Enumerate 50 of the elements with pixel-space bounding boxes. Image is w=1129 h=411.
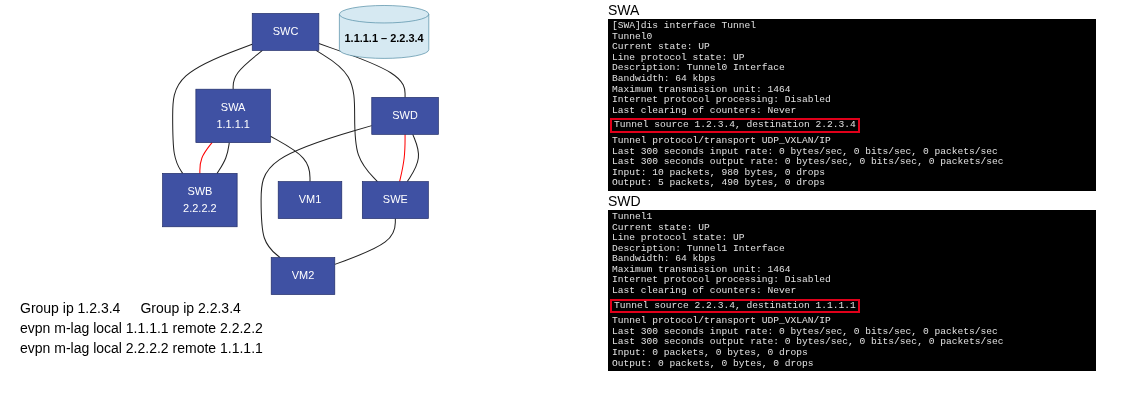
node-box: VM1 — [277, 181, 342, 219]
config-note: evpn m-lag local 2.2.2.2 remote 1.1.1.1 — [20, 340, 263, 356]
terminal-line: [SWA]dis interface Tunnel — [612, 21, 756, 32]
terminal-line: Internet protocol processing: Disabled — [612, 275, 831, 286]
connector — [232, 49, 263, 90]
terminal-line: Line protocol state: UP — [612, 52, 745, 63]
connector — [171, 43, 253, 174]
node-box: SWC — [251, 13, 319, 51]
terminal-line: Last 300 seconds output rate: 0 bytes/sec, 0 bits/sec, 0 packets/sec — [612, 157, 1004, 168]
connector — [198, 142, 213, 174]
terminal-line: Last clearing of counters: Never — [612, 286, 797, 297]
terminal-line: Tunnel protocol/transport UDP_VXLAN/IP — [612, 316, 831, 327]
terminal-line: Maximum transmission unit: 1464 — [612, 84, 791, 95]
connector — [333, 218, 396, 265]
terminal-line: Tunnel protocol/transport UDP_VXLAN/IP — [612, 135, 831, 147]
panel-heading: SWA — [608, 2, 640, 18]
node-box: SWE — [361, 181, 429, 219]
terminal-line: Internet protocol processing: Disabled — [612, 95, 831, 106]
terminal-line: Last 300 seconds output rate: 0 bytes/sec, 0 bits/sec, 0 packets/sec — [612, 337, 1004, 348]
terminal-line: Bandwidth: 64 kbps — [612, 73, 716, 85]
group-ip-label: Group ip 1.2.3.4 — [20, 300, 121, 316]
connector — [398, 133, 406, 183]
terminal-line: Tunnel1 — [612, 211, 653, 223]
terminal-line: Last 300 seconds input rate: 0 bytes/sec, 0 bits/sec, 0 packets/sec — [612, 326, 998, 337]
terminal-line: Current state: UP — [612, 42, 710, 53]
connector — [260, 125, 372, 259]
terminal-line: Current state: UP — [612, 222, 710, 233]
connector — [315, 49, 378, 183]
terminal-line: Last clearing of counters: Never — [612, 105, 797, 117]
terminal-line: Tunnel0 — [612, 31, 653, 43]
terminal-line: Input: 0 packets, 0 bytes, 0 drops — [612, 348, 808, 359]
terminal-line: Last 300 seconds input rate: 0 bytes/sec, 0 bits/sec, 0 packets/sec — [612, 146, 998, 157]
terminal-line: Line protocol state: UP — [612, 233, 745, 244]
terminal-line: Output: 5 packets, 490 bytes, 0 drops — [612, 178, 826, 189]
node-box: SWA 1.1.1.1 — [195, 88, 271, 143]
connector — [216, 142, 230, 174]
node-box: SWB 2.2.2.2 — [161, 173, 237, 228]
terminal-line: Output: 0 packets, 0 bytes, 0 drops — [612, 358, 814, 370]
terminal-line: Description: Tunnel1 Interface — [612, 243, 785, 254]
terminal-line: Maximum transmission unit: 1464 — [612, 264, 791, 275]
node-box: SWD — [370, 97, 439, 135]
connector — [269, 135, 311, 183]
terminal-line: Bandwidth: 64 kbps — [612, 254, 716, 265]
node-box: VM2 — [270, 257, 335, 295]
terminal-line: Description: Tunnel0 Interface — [612, 63, 785, 74]
config-note: evpn m-lag local 1.1.1.1 remote 2.2.2.2 — [20, 320, 263, 336]
connector — [406, 133, 419, 183]
panel-heading: SWD — [608, 192, 641, 209]
group-ip-label: Group ip 2.2.3.4 — [140, 300, 241, 316]
terminal-line: Input: 10 packets, 980 bytes, 0 drops — [612, 167, 826, 178]
